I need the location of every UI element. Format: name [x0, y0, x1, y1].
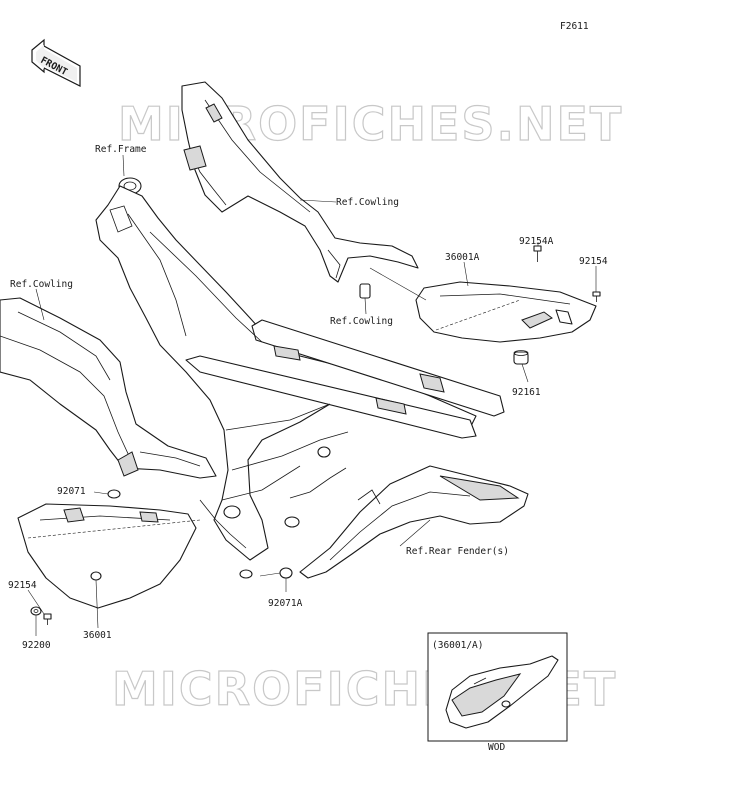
label-36001a: 36001A	[445, 252, 480, 263]
label-ref-rear-fender: Ref.Rear Fender(s)	[406, 546, 509, 557]
side-cover-36001a-part	[415, 281, 597, 343]
inset-caption: WOD	[488, 742, 505, 753]
grommet-ref-cowling-icon	[359, 283, 371, 299]
rear-fender-part	[299, 465, 529, 579]
front-direction-icon: FRONT	[31, 38, 81, 87]
bolt-92154a-icon	[533, 245, 542, 262]
label-ref-cowling-mid: Ref.Cowling	[330, 316, 393, 327]
label-92161: 92161	[512, 387, 541, 398]
label-36001: 36001	[83, 630, 112, 641]
label-92154-left: 92154	[8, 580, 37, 591]
label-ref-frame: Ref.Frame	[95, 144, 147, 155]
label-92200: 92200	[22, 640, 51, 651]
label-92154-right: 92154	[579, 256, 608, 267]
label-ref-cowling-top: Ref.Cowling	[336, 197, 399, 208]
upper-cowling-part	[181, 81, 419, 283]
inset-title: (36001/A)	[432, 640, 483, 651]
label-92071a: 92071A	[268, 598, 303, 609]
label-92154a: 92154A	[519, 236, 554, 247]
variant-inset-box: (36001/A) WOD	[427, 632, 568, 753]
frame-part	[95, 177, 505, 579]
grommet-92071a-icon	[279, 567, 293, 579]
label-92071: 92071	[57, 486, 86, 497]
washer-92200-icon	[30, 606, 42, 616]
grommet-92161-icon	[513, 350, 529, 365]
figure-code: F2611	[560, 21, 589, 32]
bolt-92154-right-icon	[592, 291, 601, 302]
left-cowling-part	[0, 297, 217, 479]
leader-lines	[27, 154, 597, 636]
side-cover-36001-part	[17, 503, 201, 609]
grommet-92071-icon	[107, 489, 121, 499]
bolt-92154-left-icon	[43, 613, 52, 625]
label-ref-cowling-left: Ref.Cowling	[10, 279, 73, 290]
